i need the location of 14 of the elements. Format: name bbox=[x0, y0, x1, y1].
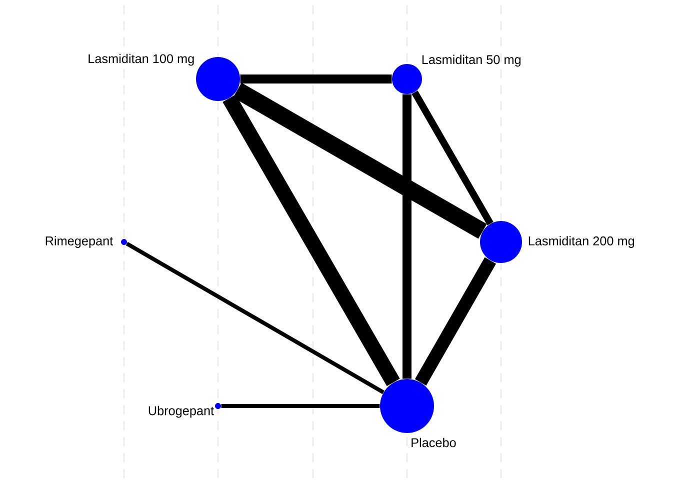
edge-line bbox=[233, 82, 487, 239]
node-label: Ubrogepant bbox=[148, 406, 214, 418]
node-label: Lasmiditan 200 mg bbox=[528, 236, 634, 248]
edge-line bbox=[402, 94, 412, 379]
edge-line bbox=[222, 94, 400, 386]
node-label: Lasmiditan 50 mg bbox=[422, 54, 521, 67]
node-label: Lasmiditan 100 mg bbox=[88, 54, 194, 66]
edge-line bbox=[221, 404, 380, 408]
edge-line bbox=[126, 242, 384, 394]
edge-line bbox=[414, 257, 496, 386]
node-label: Placebo bbox=[412, 438, 456, 448]
edge-line bbox=[240, 74, 392, 84]
node-label: Rimegepant bbox=[46, 236, 114, 248]
edge-line bbox=[412, 90, 494, 226]
